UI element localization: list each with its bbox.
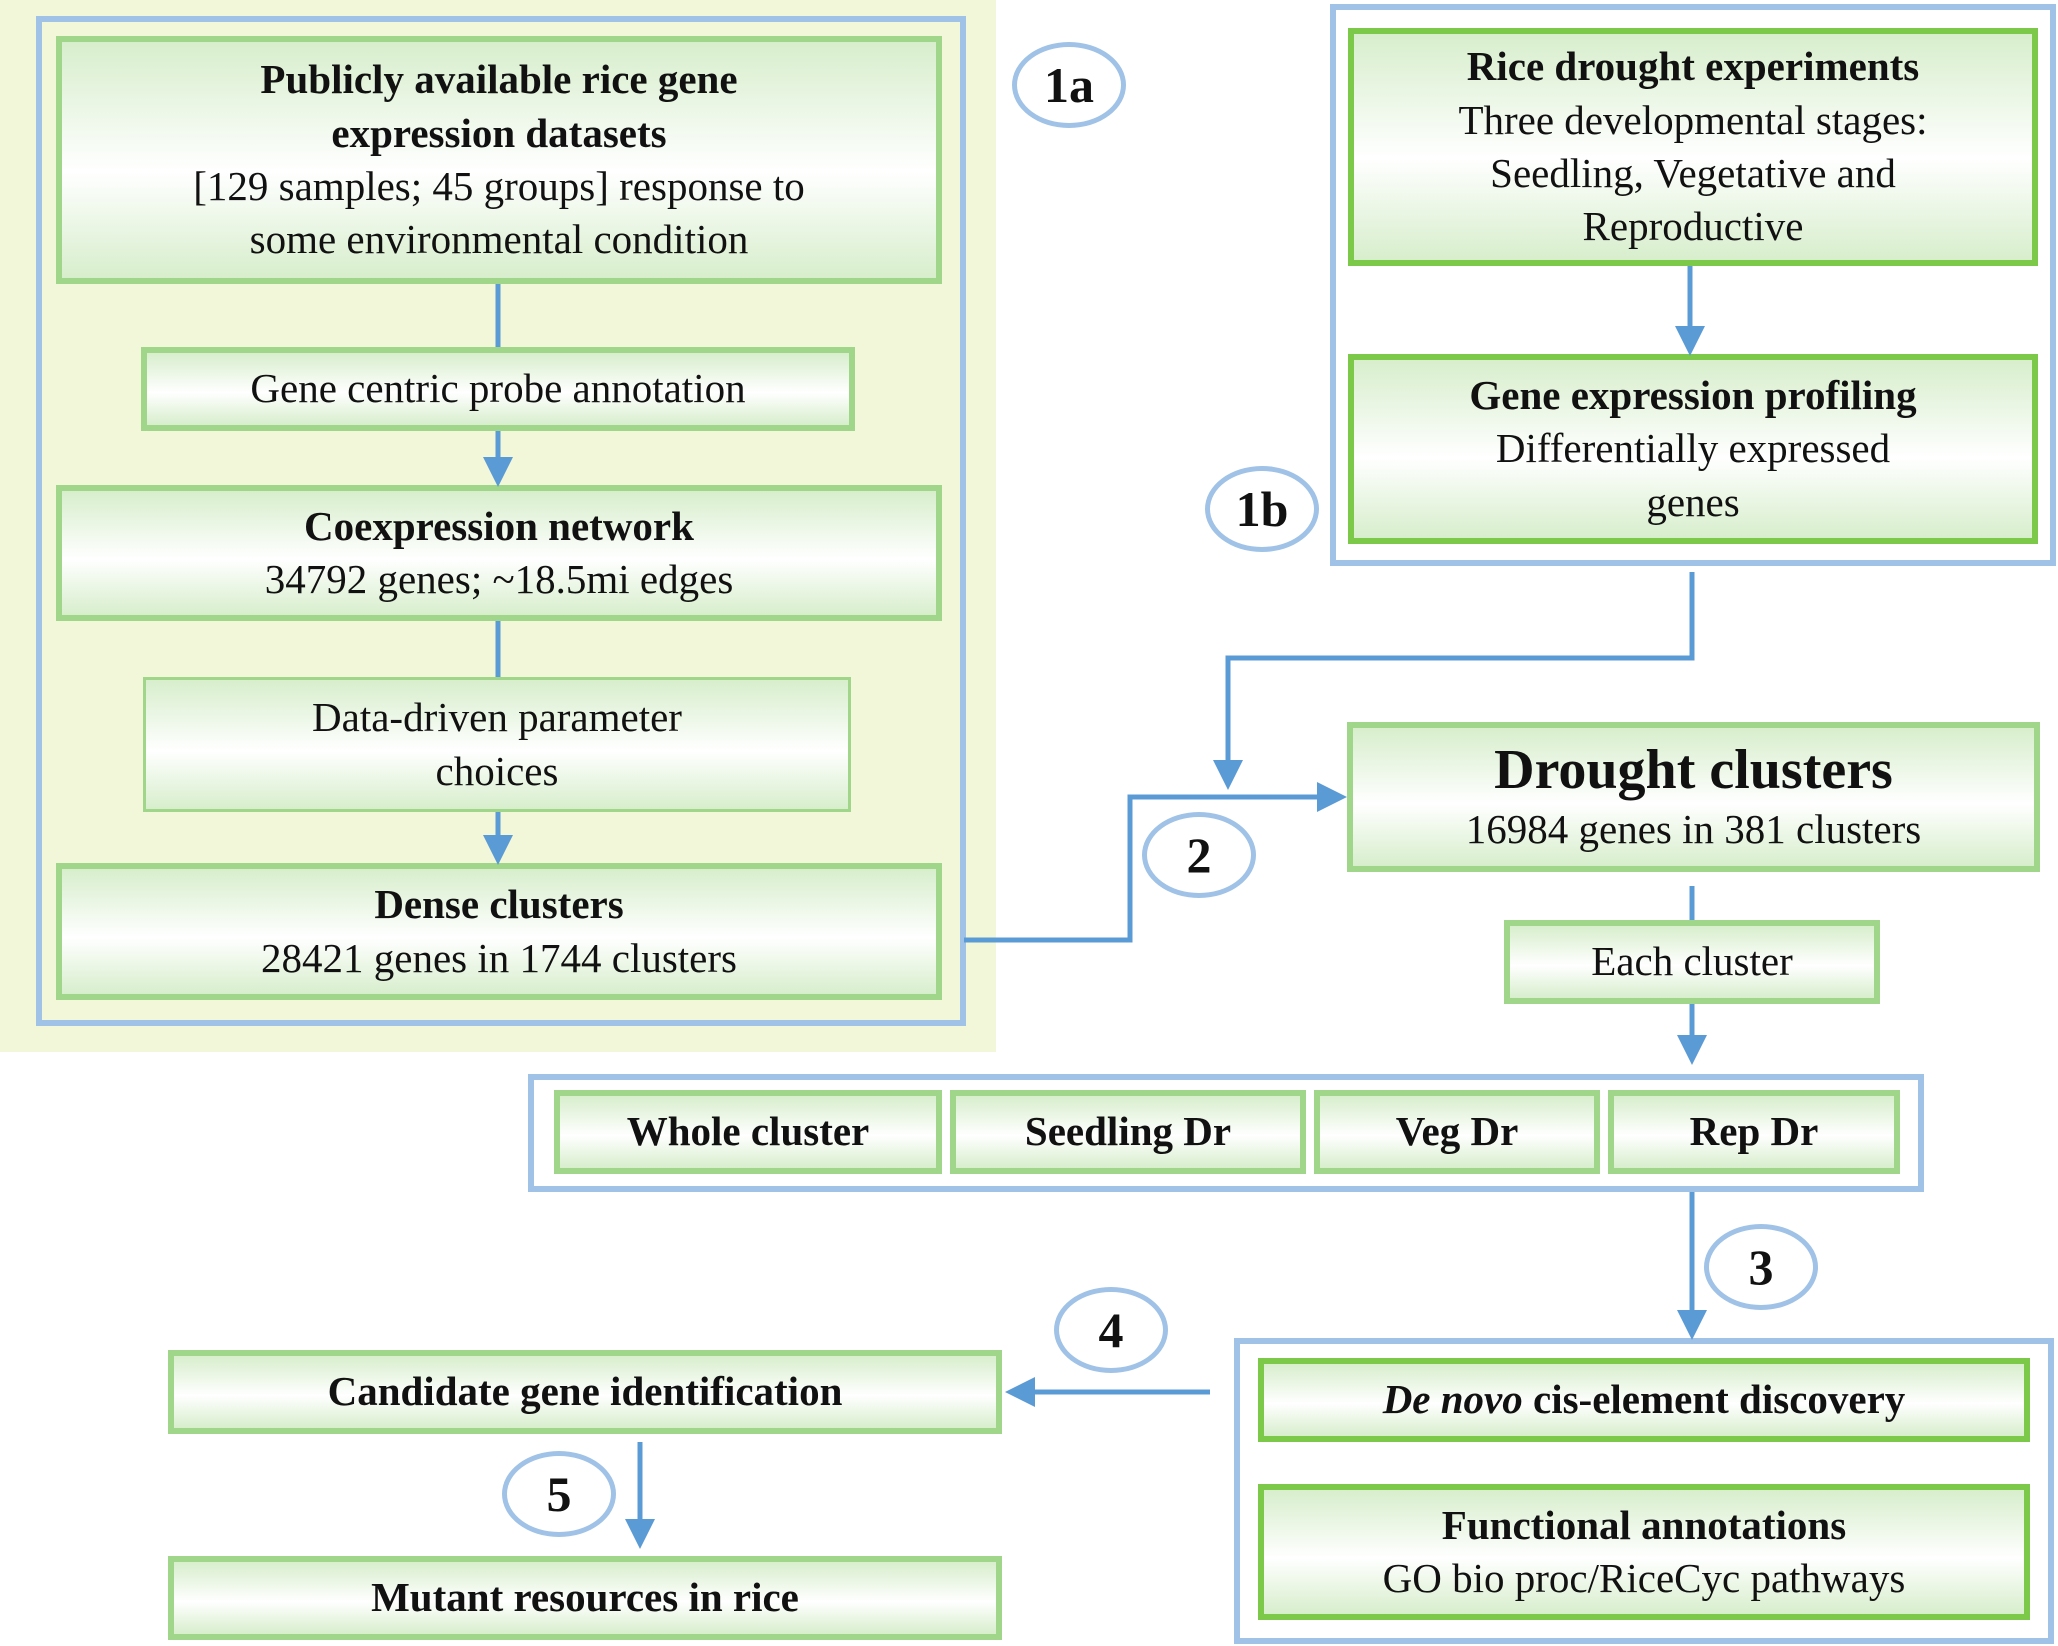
coexpression-box: Coexpression network 34792 genes; ~18.5m… xyxy=(56,485,942,621)
dense-clusters-detail: 28421 genes in 1744 clusters xyxy=(261,934,737,981)
arrow-dense-to-drought xyxy=(964,782,1347,943)
subset-veg-dr: Veg Dr xyxy=(1314,1090,1600,1174)
annotation-label: Gene centric probe annotation xyxy=(250,365,746,412)
experiments-line2: Three developmental stages: xyxy=(1458,96,1928,143)
mutant-resources-box: Mutant resources in rice xyxy=(168,1556,1002,1640)
experiments-line3: Seedling, Vegetative and xyxy=(1490,150,1896,196)
parameters-box: Data-driven parameter choices xyxy=(143,677,851,812)
subset-seedling-dr-label: Seedling Dr xyxy=(1024,1108,1232,1155)
subset-rep-dr-label: Rep Dr xyxy=(1689,1108,1819,1155)
dense-clusters-box: Dense clusters 28421 genes in 1744 clust… xyxy=(56,863,942,1000)
parameters-line2: choices xyxy=(435,747,559,794)
step-5-badge: 5 xyxy=(502,1451,616,1537)
profiling-title: Gene expression profiling xyxy=(1469,372,1917,419)
experiments-line4: Reproductive xyxy=(1582,203,1804,250)
cis-element-discovery-label: De novo cis-element discovery xyxy=(1383,1373,1906,1426)
step-3-badge: 3 xyxy=(1704,1224,1818,1310)
drought-clusters-title: Drought clusters xyxy=(1494,739,1893,802)
step-4-badge: 4 xyxy=(1054,1287,1168,1373)
subset-rep-dr: Rep Dr xyxy=(1608,1090,1900,1174)
each-cluster-box: Each cluster xyxy=(1504,920,1880,1004)
coexpression-detail: 34792 genes; ~18.5mi edges xyxy=(264,556,734,602)
experiments-title: Rice drought experiments xyxy=(1466,43,1920,90)
subset-whole-cluster-label: Whole cluster xyxy=(626,1108,870,1155)
datasets-title-line1: Publicly available rice gene xyxy=(260,56,738,103)
subset-veg-dr-label: Veg Dr xyxy=(1395,1108,1519,1155)
de-novo-italic: De novo xyxy=(1382,1376,1523,1423)
functional-annotations-detail: GO bio proc/RiceCyc pathways xyxy=(1382,1555,1906,1601)
experiments-box: Rice drought experiments Three developme… xyxy=(1348,28,2038,266)
cis-element-discovery-box: De novo cis-element discovery xyxy=(1258,1358,2030,1442)
profiling-line3: genes xyxy=(1646,478,1740,525)
functional-annotations-title: Functional annotations xyxy=(1441,1501,1847,1548)
panel-1b-frame xyxy=(1330,4,2056,566)
step-1a-badge: 1a xyxy=(1012,42,1126,128)
coexpression-title: Coexpression network xyxy=(304,502,694,549)
candidate-gene-label: Candidate gene identification xyxy=(327,1368,843,1415)
discovery-frame xyxy=(1234,1338,2054,1644)
parameters-line1: Data-driven parameter xyxy=(312,694,682,741)
mutant-resources-label: Mutant resources in rice xyxy=(371,1574,799,1621)
panel-1a-frame xyxy=(36,16,966,1026)
subset-whole-cluster: Whole cluster xyxy=(554,1090,942,1174)
profiling-box: Gene expression profiling Differentially… xyxy=(1348,354,2038,544)
step-1b-badge: 1b xyxy=(1205,466,1319,552)
drought-clusters-detail: 16984 genes in 381 clusters xyxy=(1465,805,1922,852)
datasets-box: Publicly available rice gene expression … xyxy=(56,36,942,284)
subsets-frame xyxy=(528,1074,1924,1192)
arrow-profiling-to-drought xyxy=(1213,572,1695,790)
cis-element-discovery-rest: cis-element discovery xyxy=(1522,1376,1906,1423)
step-2-badge: 2 xyxy=(1142,812,1256,898)
each-cluster-label: Each cluster xyxy=(1591,938,1793,985)
datasets-line4: some environmental condition xyxy=(249,216,749,263)
annotation-box: Gene centric probe annotation xyxy=(141,347,855,431)
functional-annotations-box: Functional annotations GO bio proc/RiceC… xyxy=(1258,1484,2030,1620)
datasets-line3: [129 samples; 45 groups] response to xyxy=(193,163,805,209)
candidate-gene-box: Candidate gene identification xyxy=(168,1350,1002,1434)
drought-clusters-box: Drought clusters 16984 genes in 381 clus… xyxy=(1347,722,2040,872)
profiling-line2: Differentially expressed xyxy=(1495,425,1891,472)
subset-seedling-dr: Seedling Dr xyxy=(950,1090,1306,1174)
datasets-title-line2: expression datasets xyxy=(331,109,667,156)
dense-clusters-title: Dense clusters xyxy=(374,881,624,928)
